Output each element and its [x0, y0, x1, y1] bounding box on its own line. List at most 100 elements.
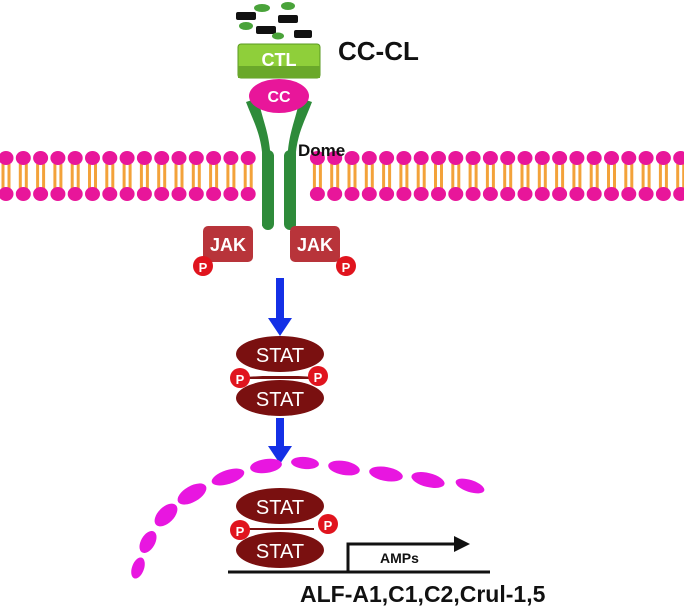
lipid-head	[517, 187, 533, 201]
lipid-head	[448, 151, 464, 165]
lipid-head	[206, 151, 222, 165]
lipid-head	[327, 151, 343, 165]
jak-left-label: JAK	[210, 235, 246, 255]
genes-label: ALF-A1,C1,C2,Crul-1,5	[300, 581, 546, 607]
lipid-head	[673, 187, 684, 201]
lipid-head	[621, 151, 637, 165]
lipid-head	[223, 187, 239, 201]
lipid-head	[431, 151, 446, 165]
gene-promoter: AMPs	[228, 536, 490, 574]
lipid-head	[431, 187, 446, 201]
lipid-head	[309, 187, 325, 201]
amps-label: AMPs	[380, 550, 419, 566]
lipid-head	[465, 187, 481, 201]
lipid-head	[465, 151, 481, 165]
lipid-head	[379, 151, 395, 165]
lipid-head	[240, 187, 256, 201]
lipid-head	[638, 151, 654, 165]
nuclear-envelope	[131, 456, 485, 579]
lipid-head	[552, 187, 568, 201]
lipid-head	[119, 151, 135, 165]
stat-dimer-cytoplasm: STAT STAT P P	[230, 336, 328, 416]
phospho-nuclear-stat-left: P	[236, 524, 245, 539]
title: CC-CL	[338, 36, 419, 66]
lipid-head	[119, 187, 135, 201]
lipid-head	[171, 187, 187, 201]
nuclear-stat-bottom-label: STAT	[256, 541, 304, 563]
lipid-head	[361, 187, 377, 201]
lipid-head	[344, 151, 360, 165]
lipid-head	[85, 151, 100, 165]
lipid-head	[569, 151, 585, 165]
lipid-head	[50, 187, 66, 201]
lipid-head	[67, 151, 83, 165]
lipid-head	[206, 187, 222, 201]
cc-label: CC	[267, 89, 291, 106]
stat-bottom-label: STAT	[256, 389, 304, 411]
phospho-stat-right: P	[314, 370, 323, 385]
lipid-head	[15, 187, 31, 201]
lipid-head	[534, 187, 550, 201]
lipid-head	[33, 151, 49, 165]
lipid-head	[482, 187, 498, 201]
phospho-jak-left: P	[199, 260, 208, 275]
cell-membrane	[0, 151, 684, 201]
lipid-head	[0, 151, 14, 165]
lipid-head	[136, 187, 152, 201]
lipid-head	[586, 151, 602, 165]
dome-receptor	[246, 98, 312, 230]
lipid-head	[396, 187, 412, 201]
lipid-head	[655, 151, 671, 165]
lipid-head	[448, 187, 464, 201]
nuclear-stat-top-label: STAT	[256, 497, 304, 519]
jak-right-label: JAK	[297, 235, 333, 255]
lipid-head	[240, 151, 256, 165]
lipid-head	[655, 187, 671, 201]
lipid-head	[673, 151, 684, 165]
lipid-head	[85, 187, 100, 201]
ligand-particles	[236, 2, 312, 40]
lipid-head	[500, 187, 516, 201]
lipid-head	[171, 151, 187, 165]
arrow-down-2	[268, 418, 292, 464]
phospho-nuclear-stat-right: P	[324, 518, 333, 533]
jak-left: JAK P	[193, 226, 253, 276]
lipid-head	[569, 187, 585, 201]
lipid-head	[102, 187, 118, 201]
lipid-head	[604, 151, 619, 165]
lipid-head	[500, 151, 516, 165]
stat-dimer-nucleus: STAT STAT P P	[230, 488, 338, 568]
lipid-head	[102, 151, 118, 165]
lipid-head	[154, 151, 170, 165]
receptor-label: Dome	[298, 141, 345, 160]
lipid-head	[0, 187, 14, 201]
lipid-head	[309, 151, 325, 165]
lipid-head	[482, 151, 498, 165]
lipid-head	[517, 151, 533, 165]
phospho-stat-left: P	[236, 372, 245, 387]
lipid-head	[396, 151, 412, 165]
lipid-head	[379, 187, 395, 201]
lipid-head	[621, 187, 637, 201]
lipid-head	[534, 151, 550, 165]
lipid-head	[188, 187, 204, 201]
arrow-down-1	[268, 278, 292, 336]
lipid-head	[223, 151, 239, 165]
phospho-jak-right: P	[342, 260, 351, 275]
lipid-head	[188, 151, 204, 165]
lipid-head	[136, 151, 152, 165]
lipid-head	[344, 187, 360, 201]
lipid-head	[552, 151, 568, 165]
cc-domain: CC	[249, 79, 309, 113]
lipid-head	[586, 187, 602, 201]
lipid-head	[413, 187, 429, 201]
stat-top-label: STAT	[256, 345, 304, 367]
lipid-head	[413, 151, 429, 165]
lipid-head	[50, 151, 66, 165]
ctl-label: CTL	[262, 50, 297, 70]
lipid-head	[638, 187, 654, 201]
lipid-head	[604, 187, 619, 201]
lipid-head	[33, 187, 49, 201]
ctl-domain: CTL	[237, 43, 321, 79]
